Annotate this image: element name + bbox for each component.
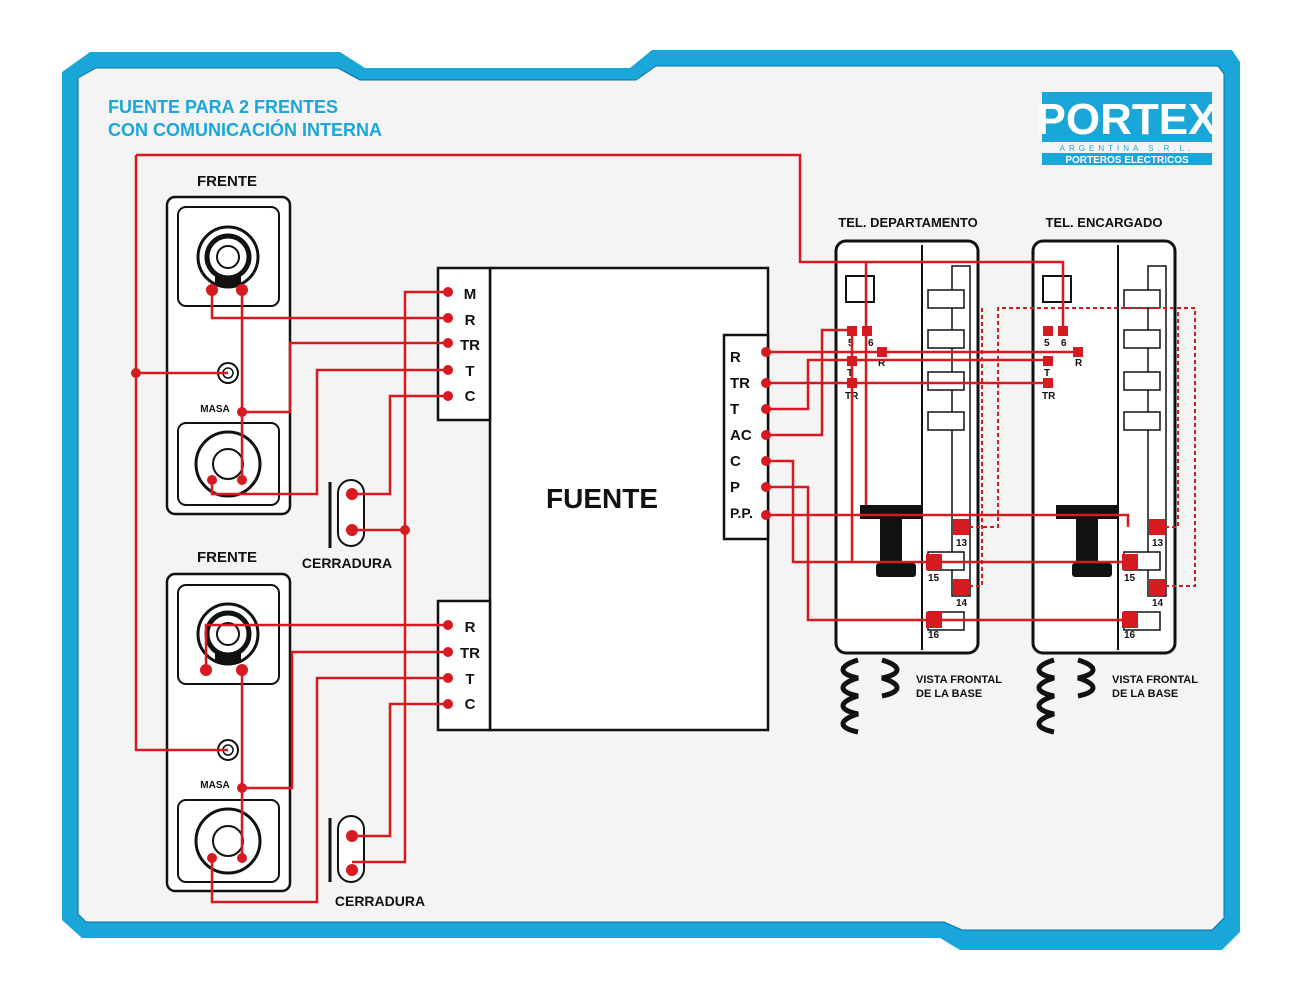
terminal-t: T bbox=[465, 363, 474, 380]
phone-2-tr: R bbox=[1075, 358, 1083, 369]
terminal-t: T bbox=[465, 671, 474, 688]
frente-panel-2: FRENTE MASA bbox=[165, 549, 292, 893]
terminal-c: C bbox=[730, 453, 741, 470]
fuente-label: FUENTE bbox=[546, 483, 658, 514]
cerradura-2: CERRADURA bbox=[328, 815, 425, 909]
phone-1-t6: 6 bbox=[868, 338, 874, 349]
terminal-t: T bbox=[730, 401, 739, 418]
phone-2-title: TEL. ENCARGADO bbox=[1046, 215, 1163, 230]
terminal-c: C bbox=[465, 388, 476, 405]
phone-2-t14: 14 bbox=[1152, 598, 1164, 609]
frente-1-label: FRENTE bbox=[197, 173, 257, 190]
masa-label-1: MASA bbox=[200, 404, 229, 415]
title-line-1: FUENTE PARA 2 FRENTES bbox=[108, 97, 339, 117]
diagram-title: FUENTE PARA 2 FRENTES CON COMUNICACIÓN I… bbox=[108, 96, 382, 142]
terminal-c: C bbox=[465, 696, 476, 713]
logo-text: PORTEX bbox=[1037, 95, 1218, 144]
phone-2-t13: 13 bbox=[1152, 538, 1164, 549]
terminal-m: M bbox=[464, 286, 477, 303]
phone-departamento: TEL. DEPARTAMENTO VISTA FRONTAL DE LA BA… bbox=[834, 215, 1002, 735]
phone-1-tr: R bbox=[878, 358, 886, 369]
handset-hook-icon bbox=[860, 505, 922, 519]
terminal-p: P bbox=[730, 479, 740, 496]
phone-1-t14: 14 bbox=[956, 598, 968, 609]
terminal-r: R bbox=[465, 619, 476, 636]
phone-2-t6: 6 bbox=[1061, 338, 1067, 349]
phone-2-caption-1: VISTA FRONTAL bbox=[1112, 674, 1198, 686]
fuente-box: FUENTE M R TR T C R TR T C R TR T AC C P… bbox=[436, 266, 770, 732]
terminal-tr: TR bbox=[460, 337, 480, 354]
phone-1-title: TEL. DEPARTAMENTO bbox=[838, 215, 977, 230]
logo-sub1: ARGENTINA S.R.L. bbox=[1060, 144, 1195, 153]
phone-2-tt: T bbox=[1044, 368, 1050, 379]
terminal-pp: P.P. bbox=[730, 505, 753, 521]
cord-icon bbox=[840, 657, 859, 735]
phone-2-ttr: TR bbox=[1042, 391, 1056, 402]
phone-1-caption-2: DE LA BASE bbox=[916, 688, 982, 700]
masa-label-2: MASA bbox=[200, 780, 229, 791]
phone-2-t5: 5 bbox=[1044, 338, 1050, 349]
terminal-tr: TR bbox=[730, 375, 750, 392]
title-line-2: CON COMUNICACIÓN INTERNA bbox=[108, 120, 382, 140]
phone-1-t13: 13 bbox=[956, 538, 968, 549]
cerradura-1-label: CERRADURA bbox=[302, 555, 392, 571]
logo-sub2: PORTEROS ELECTRICOS bbox=[1065, 155, 1189, 166]
phone-2-t15: 15 bbox=[1124, 573, 1136, 584]
phone-1-t16: 16 bbox=[928, 630, 940, 641]
terminal-tr: TR bbox=[460, 645, 480, 662]
terminal-r: R bbox=[730, 349, 741, 366]
phone-1-caption-1: VISTA FRONTAL bbox=[916, 674, 1002, 686]
cerradura-2-label: CERRADURA bbox=[335, 893, 425, 909]
handset-hook-icon bbox=[1056, 505, 1118, 519]
phone-encargado: TEL. ENCARGADO VISTA FRONTAL DE LA BASE … bbox=[1031, 215, 1198, 735]
wires bbox=[134, 153, 1130, 904]
terminal-r: R bbox=[465, 312, 476, 329]
phone-1-tt: T bbox=[847, 368, 853, 379]
phone-2-t16: 16 bbox=[1124, 630, 1136, 641]
terminal-dots bbox=[131, 284, 1165, 876]
portex-logo: PORTEX ARGENTINA S.R.L. PORTEROS ELECTRI… bbox=[1037, 92, 1218, 166]
phone-1-t15: 15 bbox=[928, 573, 940, 584]
dashed-wires bbox=[962, 307, 1196, 587]
frente-2-label: FRENTE bbox=[197, 549, 257, 566]
cord-icon bbox=[1036, 657, 1055, 735]
frente-panel-1: FRENTE MASA bbox=[165, 173, 292, 516]
phone-2-caption-2: DE LA BASE bbox=[1112, 688, 1178, 700]
terminal-ac: AC bbox=[730, 427, 752, 444]
